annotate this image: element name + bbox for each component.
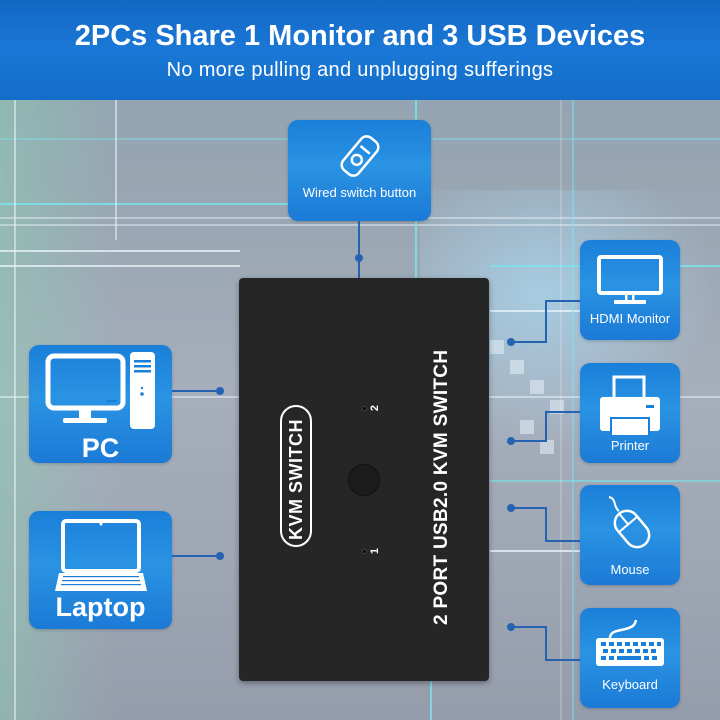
connector-line [511, 626, 546, 628]
connector-line [545, 626, 547, 660]
card-hdmi-monitor: HDMI Monitor [580, 240, 680, 340]
bg-line [490, 480, 720, 482]
header-banner: 2PCs Share 1 Monitor and 3 USB Devices N… [0, 0, 720, 100]
card-label: Wired switch button [302, 185, 417, 200]
connector-dot [216, 387, 224, 395]
connector-line [172, 555, 222, 557]
card-keyboard: Keyboard [580, 608, 680, 708]
desktop-pc-icon [45, 352, 157, 430]
card-laptop: Laptop [29, 511, 172, 629]
connector-line [511, 341, 546, 343]
connector-line [545, 507, 547, 541]
card-label: Printer [610, 438, 650, 453]
connector-line [545, 659, 580, 661]
connector-line [545, 540, 580, 542]
bg-tile [520, 420, 534, 434]
bg-line [490, 310, 580, 312]
bg-line [0, 203, 290, 205]
connector-line [511, 440, 546, 442]
connector-line [545, 300, 580, 302]
monitor-icon [596, 254, 664, 306]
bg-line [0, 224, 720, 226]
card-label: Keyboard [602, 677, 658, 692]
card-wired-switch-button: Wired switch button [288, 120, 431, 221]
port-2-label: 2 [369, 404, 382, 412]
port-2-led [362, 406, 367, 411]
bg-tile [490, 340, 504, 354]
bg-tile [540, 440, 554, 454]
connector-dot [216, 552, 224, 560]
bg-line [572, 100, 574, 720]
card-label: PC [81, 433, 120, 463]
laptop-icon [53, 517, 149, 593]
card-label: Laptop [55, 592, 146, 622]
card-mouse: Mouse [580, 485, 680, 585]
kvm-switch-badge [280, 405, 312, 547]
connector-line [172, 390, 222, 392]
connector-line [358, 221, 360, 278]
printer-icon [598, 375, 662, 437]
port-1-led [362, 549, 367, 554]
bg-line [490, 550, 580, 552]
switch-push-button[interactable] [348, 464, 380, 496]
keyboard-icon [594, 616, 666, 668]
switch-button-icon [335, 132, 385, 180]
connector-line [545, 300, 547, 343]
bg-tile [530, 380, 544, 394]
bg-line [115, 100, 117, 240]
bg-line [0, 265, 240, 267]
card-label: HDMI Monitor [589, 311, 671, 326]
card-pc: PC [29, 345, 172, 463]
kvm-side-label: 2 PORT USB2.0 KVM SWITCH [431, 349, 452, 625]
page-subtitle: No more pulling and unplugging suffering… [166, 59, 554, 81]
bg-line [430, 680, 432, 720]
bg-tile [510, 360, 524, 374]
connector-line [511, 507, 546, 509]
bg-line [14, 100, 16, 720]
connector-line [545, 411, 547, 442]
kvm-badge-text: KVM SWITCH [286, 419, 306, 540]
card-printer: Printer [580, 363, 680, 463]
bg-line [0, 250, 240, 252]
connector-line [545, 411, 580, 413]
connector-dot [355, 254, 363, 262]
card-label: Mouse [610, 562, 650, 577]
port-1-label: 1 [369, 547, 382, 555]
bg-tile [550, 400, 564, 414]
mouse-icon [605, 495, 655, 551]
page-title: 2PCs Share 1 Monitor and 3 USB Devices [74, 20, 646, 52]
